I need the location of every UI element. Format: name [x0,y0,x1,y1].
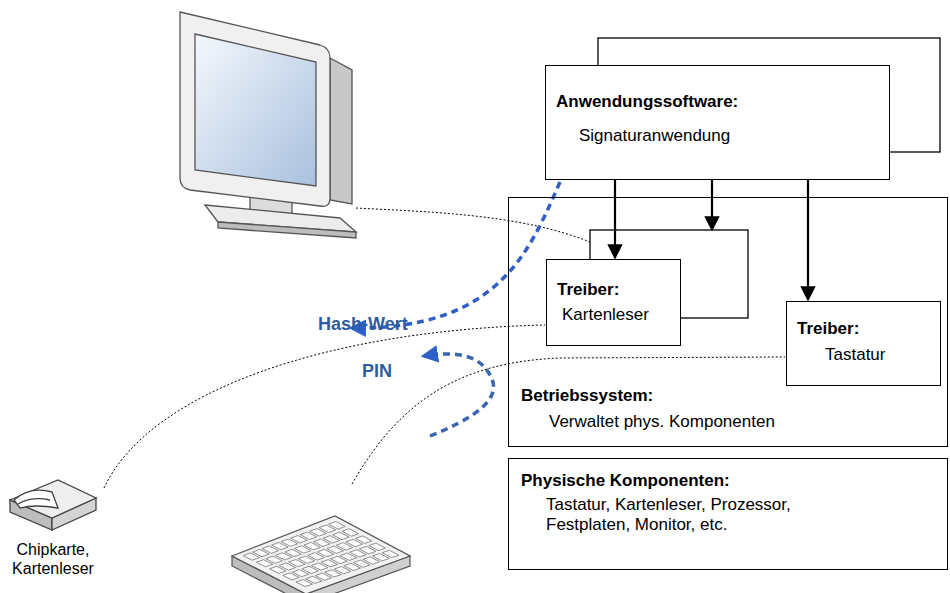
monitor-icon [180,12,356,238]
box-text: Tastatur [825,345,885,365]
box-text: Signaturanwendung [579,126,730,146]
box-heading: Treiber: [797,319,859,339]
hash-flow-arrow [352,182,560,328]
hardware-box: Physische Komponenten: Tastatur, Kartenle… [508,458,948,570]
call-arrow [614,180,616,258]
box-text: Tastatur, Kartenleser, Prozessor, Festpl… [546,495,846,536]
os-region: Betriebssystem: Verwaltet phys. Komponent… [508,197,948,447]
box-heading: Physische Komponenten: [521,471,730,491]
driver-box: Treiber: Tastatur [786,301,941,386]
pin-flow-arrow [424,354,494,436]
call-arrow [807,180,809,300]
box-heading: Treiber: [557,280,619,300]
leader-line [104,325,545,488]
driver-box: Treiber: Kartenleser [546,259,681,346]
keyboard-icon [232,516,410,593]
box-heading: Betriebssystem: [521,386,653,406]
flow-label: Hash-Wert [318,314,408,336]
box-text: Kartenleser [562,305,649,325]
leader-line [356,208,590,242]
flow-label: PIN [362,361,392,383]
call-arrow [711,180,713,230]
box-text: Verwaltet phys. Komponenten [549,412,775,432]
card-reader-icon [10,480,96,530]
device-caption: Chipkarte, Kartenleser [3,540,103,578]
box-heading: Anwendungssoftware: [556,92,738,112]
application-box: Anwendungssoftware: Signaturanwendung [545,65,890,180]
